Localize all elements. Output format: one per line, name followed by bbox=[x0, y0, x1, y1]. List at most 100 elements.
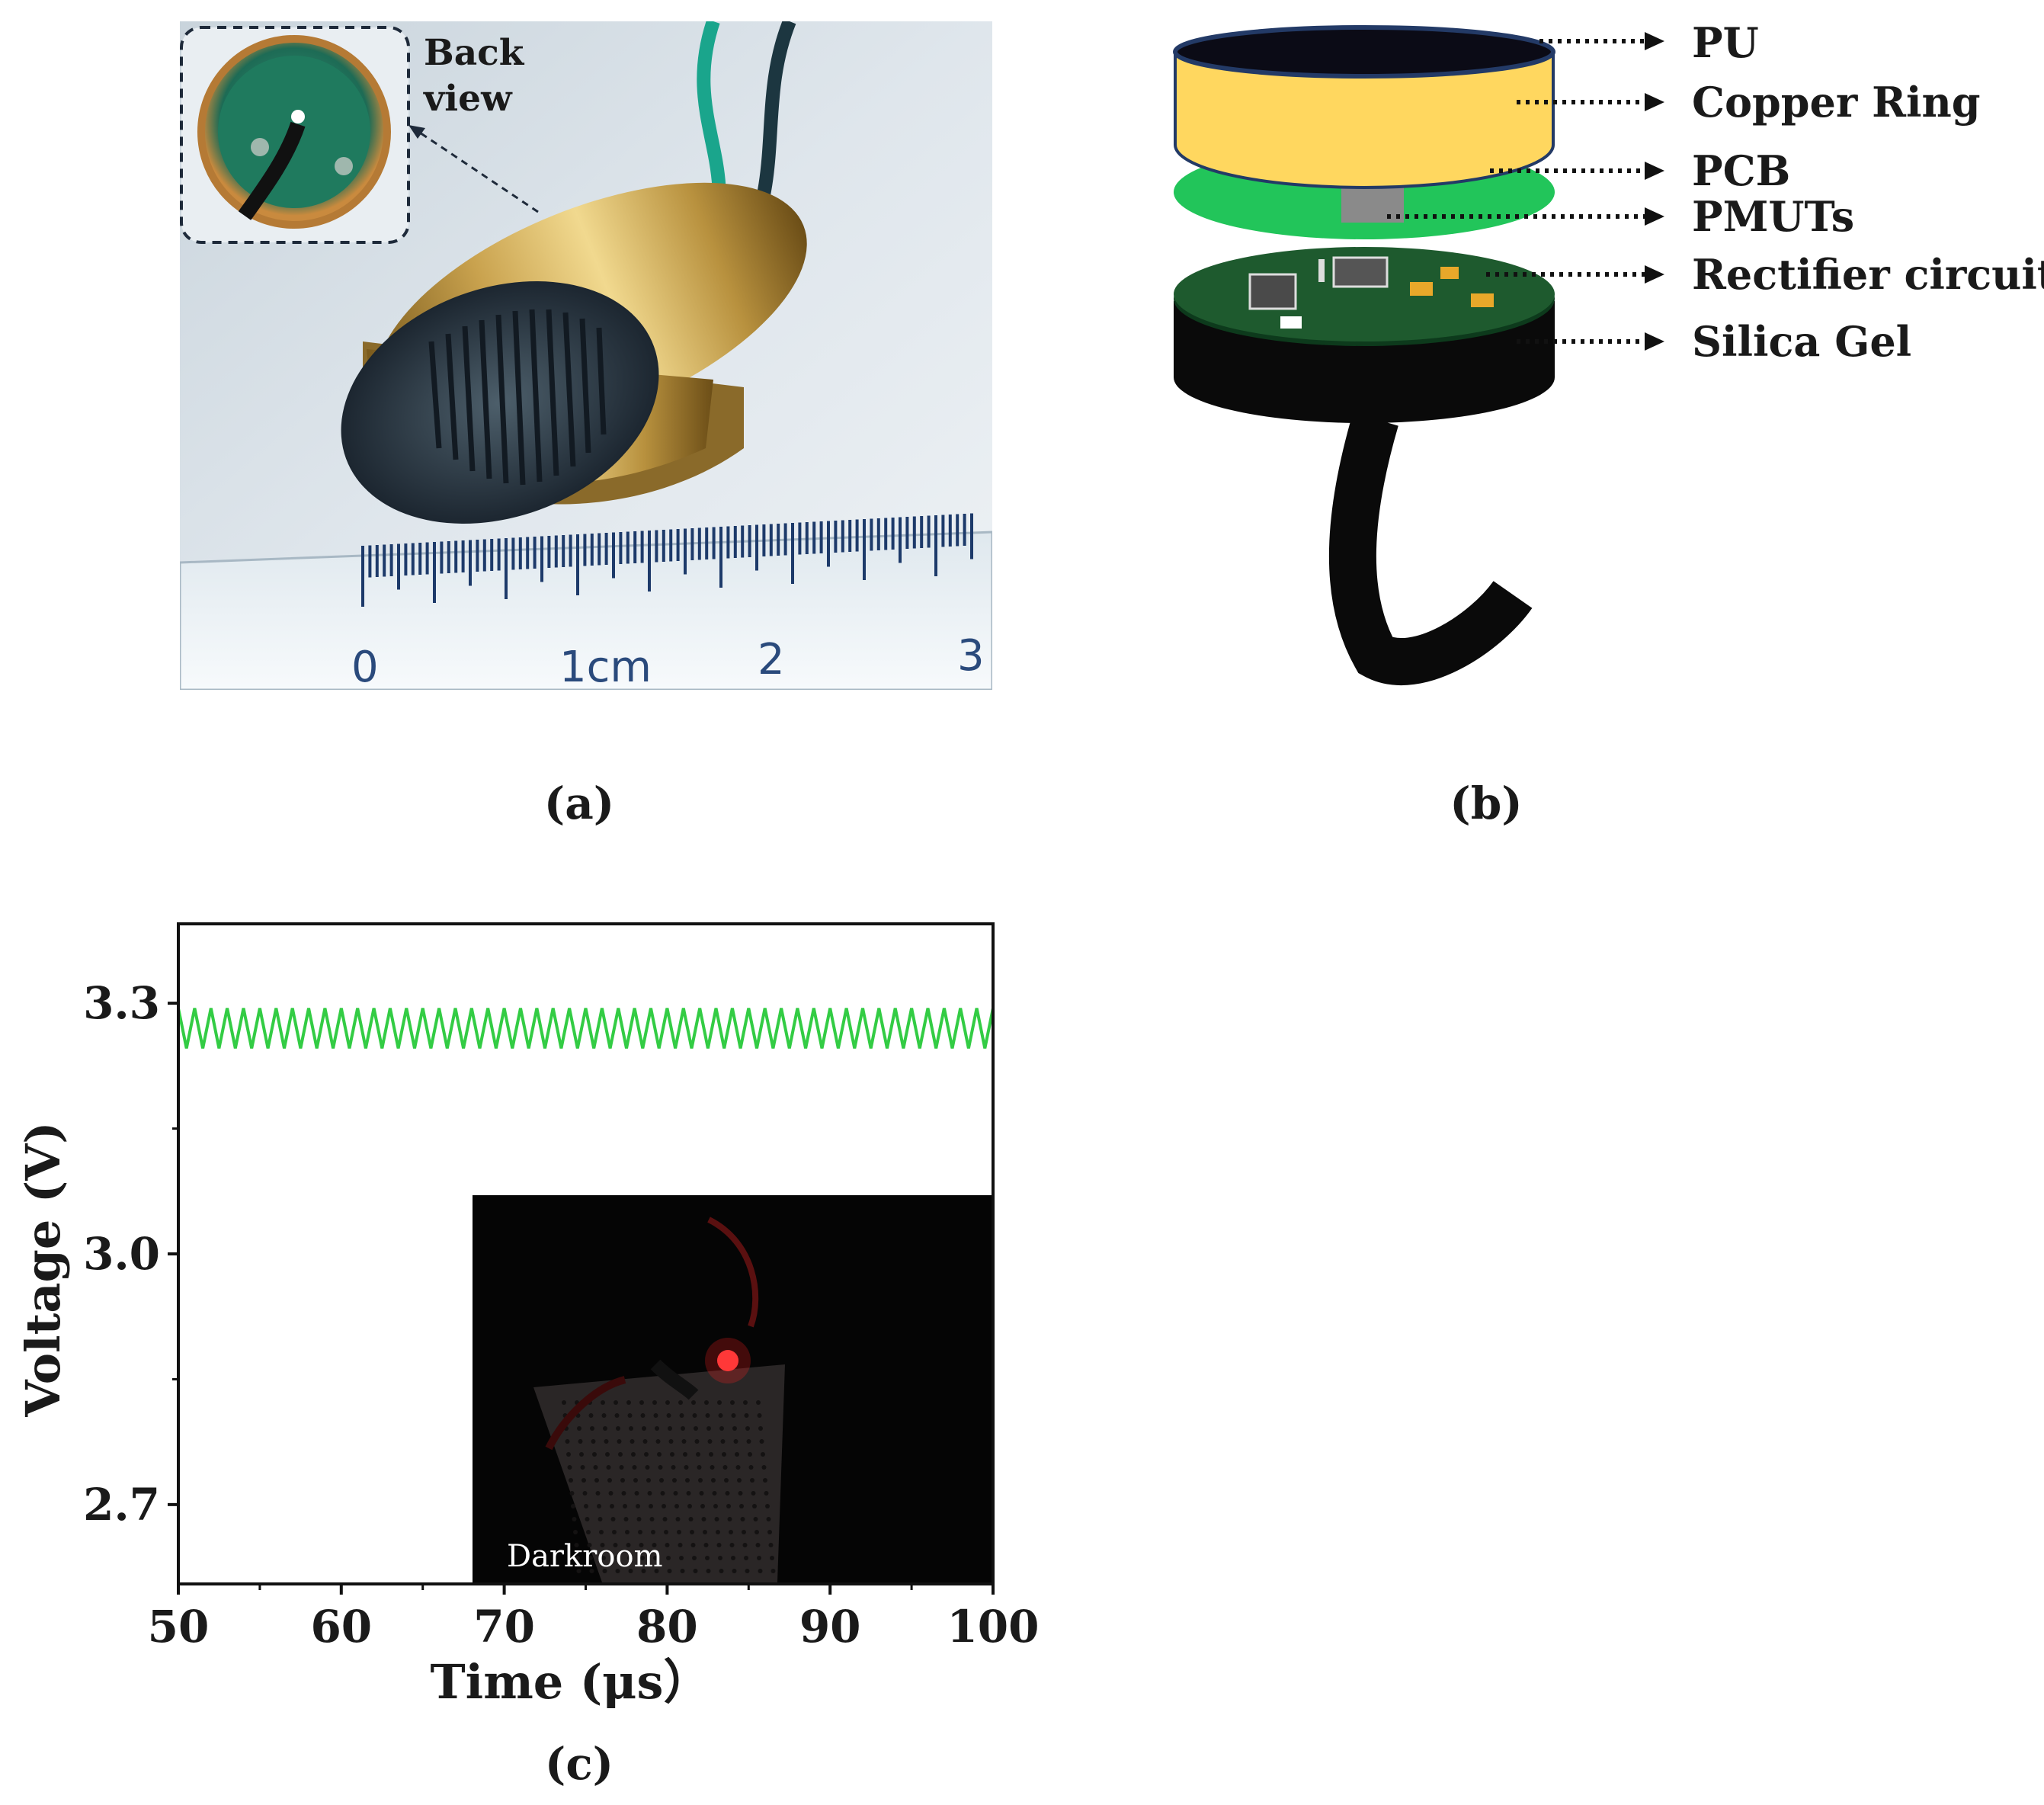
breadboard-hole bbox=[761, 1452, 765, 1457]
ruler-label: 2 bbox=[758, 635, 785, 684]
breadboard-hole bbox=[616, 1426, 620, 1431]
exploded-view bbox=[1173, 25, 1664, 685]
breadboard-hole bbox=[623, 1504, 627, 1508]
breadboard-hole bbox=[714, 1517, 719, 1521]
voltage-series-line bbox=[177, 1008, 995, 1049]
breadboard-hole bbox=[647, 1491, 652, 1496]
breadboard-hole bbox=[590, 1426, 594, 1431]
breadboard-hole bbox=[732, 1569, 737, 1573]
breadboard-hole bbox=[737, 1478, 742, 1483]
panel-a-photo: Back view 0 1cm 2 3 bbox=[180, 21, 992, 690]
breadboard-hole bbox=[578, 1439, 583, 1444]
breadboard-hole bbox=[748, 1452, 752, 1457]
layer-label-copper-ring: Copper Ring bbox=[1692, 78, 1981, 127]
x-tick-label: 70 bbox=[473, 1601, 535, 1653]
breadboard-hole bbox=[653, 1413, 658, 1418]
breadboard-hole bbox=[653, 1556, 658, 1560]
copper-ring bbox=[1173, 25, 1555, 189]
breadboard-hole bbox=[618, 1452, 623, 1457]
breadboard-hole bbox=[655, 1426, 659, 1431]
breadboard-hole bbox=[694, 1426, 698, 1431]
breadboard-hole bbox=[754, 1530, 759, 1534]
breadboard-hole bbox=[716, 1530, 720, 1534]
breadboard-hole bbox=[679, 1413, 684, 1418]
pu-layer bbox=[1173, 25, 1555, 79]
breadboard-hole bbox=[626, 1543, 631, 1547]
breadboard-hole bbox=[602, 1569, 607, 1573]
breadboard-hole bbox=[753, 1517, 758, 1521]
layer-label-silica-gel: Silica Gel bbox=[1692, 317, 1912, 366]
breadboard-hole bbox=[604, 1439, 609, 1444]
breadboard-hole bbox=[646, 1478, 651, 1483]
ruler-label: 1cm bbox=[559, 643, 652, 690]
breadboard-hole bbox=[673, 1491, 678, 1496]
breadboard-hole bbox=[638, 1530, 642, 1534]
breadboard-hole bbox=[771, 1569, 776, 1573]
breadboard-hole bbox=[739, 1504, 744, 1508]
breadboard-hole bbox=[613, 1543, 618, 1547]
breadboard-hole bbox=[758, 1426, 763, 1431]
breadboard-hole bbox=[625, 1530, 630, 1534]
ruler-label: 3 bbox=[957, 631, 985, 681]
breadboard-hole bbox=[582, 1491, 588, 1496]
breadboard-hole bbox=[592, 1452, 597, 1457]
breadboard-hole bbox=[713, 1504, 718, 1508]
breadboard-hole bbox=[744, 1556, 748, 1560]
layer-label-pmuts: PMUTs bbox=[1692, 192, 1855, 241]
breadboard-hole bbox=[572, 1517, 577, 1521]
breadboard-hole bbox=[684, 1465, 689, 1470]
back-view-label: Back view bbox=[424, 32, 524, 120]
breadboard-hole bbox=[678, 1400, 683, 1405]
breadboard-hole bbox=[567, 1465, 572, 1470]
breadboard-hole bbox=[770, 1556, 774, 1560]
breadboard-hole bbox=[679, 1556, 684, 1560]
leader-lines bbox=[1387, 39, 1646, 344]
back-view-inset bbox=[180, 26, 410, 244]
breadboard-hole bbox=[642, 1439, 648, 1444]
breadboard-hole bbox=[731, 1556, 735, 1560]
breadboard-hole bbox=[665, 1543, 670, 1547]
breadboard-hole bbox=[629, 1426, 633, 1431]
breadboard-hole bbox=[701, 1517, 706, 1521]
breadboard-hole bbox=[642, 1426, 646, 1431]
breadboard-hole bbox=[735, 1452, 739, 1457]
breadboard-hole bbox=[652, 1400, 657, 1405]
breadboard-hole bbox=[703, 1543, 709, 1547]
breadboard-hole bbox=[655, 1439, 661, 1444]
breadboard-hole bbox=[692, 1413, 697, 1418]
x-tick-label: 80 bbox=[636, 1601, 698, 1653]
breadboard-hole bbox=[699, 1491, 704, 1496]
breadboard-hole bbox=[742, 1530, 746, 1534]
breadboard-hole bbox=[641, 1569, 646, 1573]
breadboard-hole bbox=[662, 1504, 666, 1508]
breadboard-hole bbox=[719, 1426, 724, 1431]
breadboard-hole bbox=[574, 1543, 579, 1547]
breadboard-hole bbox=[688, 1517, 694, 1521]
breadboard-hole bbox=[672, 1478, 677, 1483]
breadboard-hole bbox=[621, 1491, 626, 1496]
breadboard-hole bbox=[576, 1569, 581, 1573]
breadboard-hole bbox=[685, 1478, 690, 1483]
breadboard-hole bbox=[610, 1504, 614, 1508]
breadboard-hole bbox=[614, 1400, 618, 1405]
breadboard-hole bbox=[709, 1452, 713, 1457]
breadboard-hole bbox=[735, 1465, 741, 1470]
breadboard-hole bbox=[597, 1504, 601, 1508]
breadboard-hole bbox=[729, 1530, 733, 1534]
breadboard-hole bbox=[626, 1400, 631, 1405]
x-tick-label: 60 bbox=[310, 1601, 372, 1653]
breadboard-hole bbox=[720, 1439, 726, 1444]
breadboard-hole bbox=[681, 1426, 685, 1431]
breadboard-hole bbox=[601, 1400, 605, 1405]
breadboard-hole bbox=[744, 1413, 749, 1418]
breadboard-hole bbox=[598, 1517, 603, 1521]
breadboard-hole bbox=[610, 1517, 616, 1521]
breadboard-hole bbox=[757, 1413, 762, 1418]
rectifier-circuit bbox=[1174, 247, 1555, 346]
inset-label-darkroom: Darkroom bbox=[507, 1539, 663, 1574]
breadboard-hole bbox=[640, 1413, 646, 1418]
caption-b: (b) bbox=[1450, 777, 1523, 829]
breadboard-hole bbox=[667, 1569, 672, 1573]
ruler-label: 0 bbox=[351, 643, 379, 690]
breadboard-hole bbox=[696, 1452, 700, 1457]
